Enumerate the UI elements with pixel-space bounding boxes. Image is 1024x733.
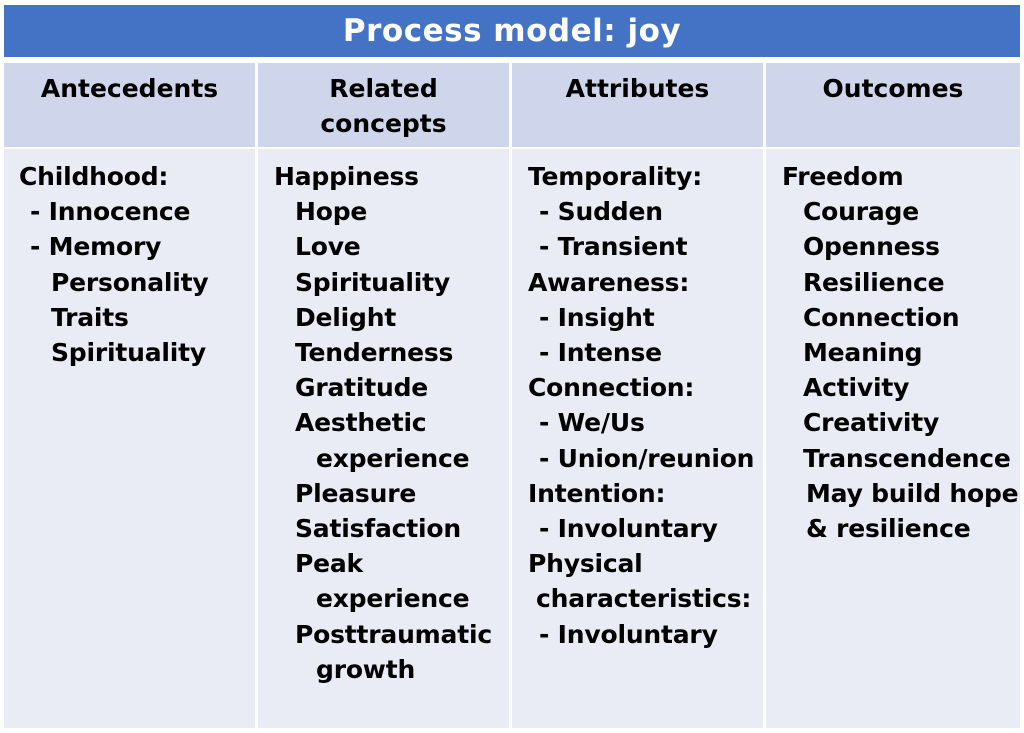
list-item: Satisfaction [295, 514, 461, 544]
list-item: - Memory [30, 232, 162, 262]
list-item: Transcendence [803, 443, 1011, 473]
list-item: Personality [51, 267, 209, 297]
list-item: Resilience [803, 267, 945, 297]
list-item: Freedom [782, 162, 904, 191]
list-item: Awareness: [528, 267, 690, 297]
outcomes-column: Freedom Courage Openness Resilience Conn… [766, 149, 1020, 728]
list-item: - Insight [539, 302, 655, 332]
list-item: - Sudden [539, 197, 663, 227]
list-item: - Involuntary [539, 514, 718, 544]
list-item: Tenderness [295, 338, 454, 368]
list-item: Happiness [274, 162, 419, 191]
header-attributes: Attributes [512, 63, 763, 147]
header-related-concepts: Related concepts [258, 63, 509, 147]
list-item: - We/Us [539, 408, 645, 438]
list-item: - Transient [539, 232, 688, 262]
list-item: Activity [803, 373, 910, 403]
list-item: Courage [803, 197, 919, 227]
list-item: Posttraumatic [295, 619, 492, 649]
list-item: Physical [528, 549, 643, 579]
related-concepts-column: Happiness Hope Love Spirituality Delight… [258, 149, 509, 728]
list-item: Gratitude [295, 373, 429, 403]
list-item: Traits [51, 302, 129, 332]
list-item: Hope [295, 197, 368, 227]
list-item: Temporality: [528, 162, 702, 191]
list-item: & resilience [806, 514, 971, 544]
list-item: Meaning [803, 338, 923, 368]
list-item: Connection: [528, 373, 695, 403]
list-item: May build hope [806, 478, 1019, 508]
list-item: - Involuntary [539, 619, 718, 649]
list-item: growth [316, 654, 416, 684]
list-item: characteristics: [536, 584, 752, 614]
list-item: Peak [295, 549, 363, 579]
list-item: Aesthetic [295, 408, 427, 438]
list-item: - Union/reunion [539, 443, 755, 473]
list-item: experience [316, 584, 470, 614]
header-antecedents: Antecedents [4, 63, 255, 147]
list-item: experience [316, 443, 470, 473]
header-related-line2: concepts [320, 109, 447, 138]
list-item: Intention: [528, 478, 666, 508]
page-title: Process model: joy [4, 5, 1020, 57]
list-item: Pleasure [295, 478, 417, 508]
list-item: Connection [803, 302, 960, 332]
list-item: Spirituality [51, 338, 206, 368]
list-item: Spirituality [295, 267, 450, 297]
attributes-column: Temporality: - Sudden - Transient Awaren… [512, 149, 763, 728]
header-related-line1: Related [329, 74, 438, 103]
header-outcomes: Outcomes [766, 63, 1020, 147]
list-item: - Innocence [30, 197, 191, 227]
list-item: Openness [803, 232, 940, 262]
antecedents-column: Childhood: - Innocence - Memory Personal… [4, 149, 255, 728]
list-item: Delight [295, 302, 397, 332]
list-item: Creativity [803, 408, 940, 438]
list-item: Childhood: [19, 162, 169, 191]
list-item: Love [295, 232, 361, 262]
list-item: - Intense [539, 338, 662, 368]
